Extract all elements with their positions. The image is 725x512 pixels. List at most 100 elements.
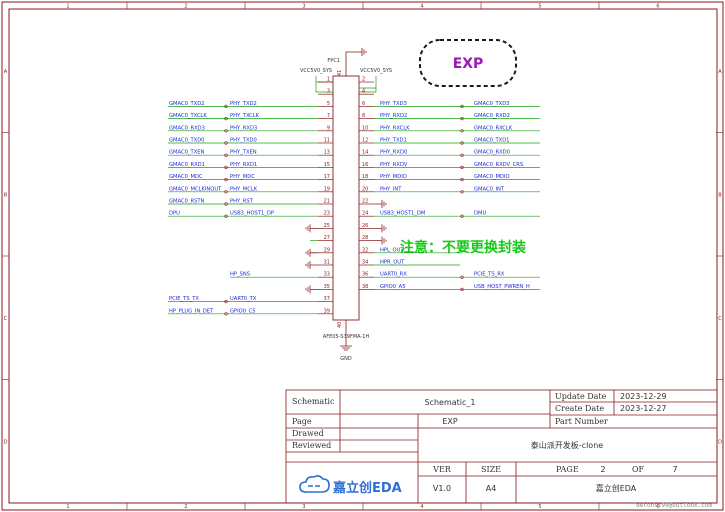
net-label: DMU [474,211,486,217]
pin-number: 21 [324,199,330,205]
right-pin-row: 26 [359,223,387,233]
net-port [460,116,464,121]
left-pin-row: 3 [318,89,333,95]
pin-number: 22 [362,199,368,205]
phy-label: PHY_RXD2 [380,113,407,119]
pin-number: 19 [324,186,330,192]
power-label-right: VCC5V0_SYS [360,68,392,74]
pin-number: 32 [362,247,368,253]
pin-number: 28 [362,235,368,241]
phy-label: PHY_TXD3 [380,101,407,107]
gnd-icon [305,285,318,294]
left-pin-row: 11 PHY_TXD0 GMAC0_TXD0 [168,138,333,145]
title-block [285,389,718,504]
board-name: 泰山派开发板-clone [531,440,603,450]
phy-label: PHY_TXD0 [230,138,257,144]
net-port [460,104,464,108]
zone-right-label: A [718,69,722,75]
net-port [224,214,228,218]
gnd-icon [374,200,387,208]
zone-left-label: A [4,69,8,75]
create-date-label: Create Date [555,404,604,413]
net-label: GMAC0_RXD0 [474,150,510,156]
update-date-value: 2023-12-29 [620,392,667,401]
pin-number: 14 [362,150,368,156]
phy-label: PHY_TXEN [230,150,257,156]
left-pin-group: 135PHY_TXD2GMAC0_TXD27PHY_TXCLKGMAC0_TXC… [168,77,333,316]
gnd-icon [305,224,318,233]
net-label: GMAC0_TXCLK [169,113,207,119]
phy-label: GPIO0_A5 [380,284,406,290]
power-label-left: VCC5V0_SYS [300,68,332,74]
company-name: 嘉立创EDA [596,483,637,493]
pin-number: 18 [362,174,368,180]
phy-label: GPIO0_C5 [230,308,256,314]
net-port [460,141,464,145]
pin-number: 27 [324,235,330,241]
zone-top-label: 4 [420,4,423,10]
net-label: GMAC0_TXD0 [169,138,205,144]
net-port [224,104,228,108]
pin-number: 36 [362,272,368,278]
gnd-symbol-bottom [340,320,352,351]
zone-right-label: D [718,439,722,445]
net-port [224,178,228,182]
schematic-label: Schematic [292,397,335,406]
net-label: DPU [169,211,180,217]
pin-number: 4 [362,89,365,95]
phy-label: USB3_HOST1_DM [380,211,425,217]
part-number-label: Part Number [555,417,608,426]
net-label: GMAC0_INT [474,186,505,192]
left-pin-row: 1 [318,77,333,83]
package-warning-note: 注意：不要更换封装 [400,239,527,256]
gnd-icon [305,261,318,269]
net-port [460,165,464,169]
right-pin-row: 2 [359,77,374,83]
net-port [460,287,464,292]
pin-number: 20 [362,186,368,192]
connector-body [332,75,360,321]
phy-label: PHY_RST [230,199,254,205]
pin-number: 23 [324,211,330,217]
reviewed-label: Reviewed [292,441,331,450]
net-label: GMAC0_TXD2 [169,101,205,107]
pin-number: 35 [324,284,330,290]
pin-number: 13 [324,150,330,156]
pin-number: 25 [324,223,330,229]
drawed-label: Drawed [292,429,324,438]
phy-label: PHY_TXCLK [230,113,260,119]
pin-number: 11 [324,138,330,144]
right-pin-row: 32 HPL_OUT [359,247,460,253]
component-ref: FPC1 [327,58,340,64]
ver-value: V1.0 [433,484,451,493]
phy-label: HPL_OUT [380,247,404,253]
net-label: GMAC0_RXD3 [169,125,205,131]
net-label: GMAC0_RXCLK [474,125,513,131]
page-value: EXP [442,417,458,426]
net-label: GMAC0_RXD2 [474,113,510,119]
phy-label: PHY_RXCLK [380,125,410,131]
pin-number: 39 [324,308,330,314]
phy-label: HP_SNS [230,272,250,278]
phy-label: UART0_TX [230,296,257,302]
page-label: Page [292,417,312,426]
net-port [224,153,228,157]
left-pin-row: 31 [305,260,333,269]
net-label: GMAC0_MDC [169,174,203,180]
left-pin-row: 29 [305,247,333,257]
zone-right-label: B [718,192,722,198]
